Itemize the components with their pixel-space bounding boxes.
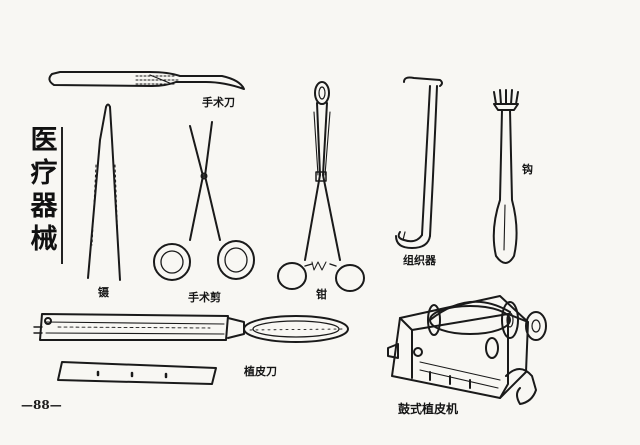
title-divider — [61, 127, 63, 264]
drum-dermatome-drawing — [387, 295, 547, 405]
tissue-instrument-drawing — [395, 76, 443, 249]
page-number: —88— — [21, 398, 62, 412]
skin-graft-knife-drawing — [33, 313, 349, 385]
title-char-4: 械 — [30, 224, 58, 255]
label-tissue-instrument: 组织器 — [403, 254, 436, 267]
label-tweezers: 镊 — [98, 286, 109, 299]
title-char-3: 器 — [30, 191, 58, 222]
title-char-1: 医 — [30, 125, 58, 156]
label-scissors: 手术剪 — [188, 291, 221, 304]
label-skin-graft-knife: 植皮刀 — [244, 365, 277, 378]
label-hook: 钩 — [522, 163, 533, 176]
forceps-drawing — [277, 81, 365, 292]
title-char-2: 疗 — [30, 158, 58, 189]
scissors-drawing — [153, 121, 255, 281]
section-title: 医 疗 器 械 — [29, 124, 59, 256]
scalpel-drawing — [48, 71, 245, 90]
label-forceps: 钳 — [316, 288, 327, 301]
tweezers-drawing — [87, 103, 121, 281]
hook-drawing — [492, 89, 519, 264]
label-drum-dermatome: 鼓式植皮机 — [398, 402, 459, 416]
label-scalpel: 手术刀 — [202, 96, 235, 109]
